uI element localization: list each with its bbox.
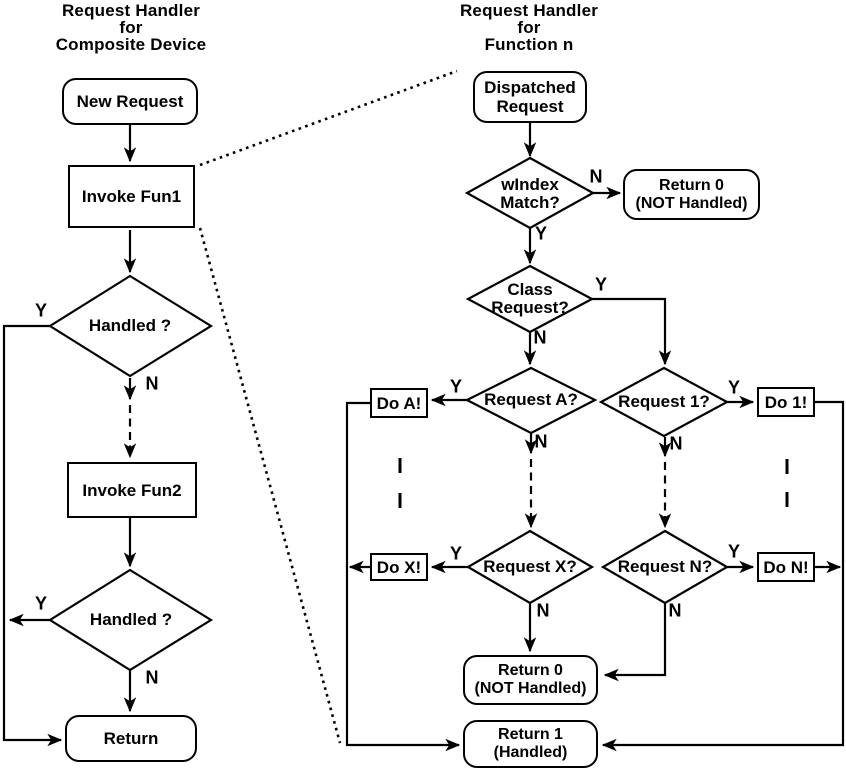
- branch-label-handled2-yes: Y: [34, 593, 48, 614]
- edge-handled1-yes-to-return: [2, 324, 63, 747]
- decision-requestn-shape: [600, 529, 730, 605]
- decision-requesta-label: Request A?: [484, 390, 578, 409]
- branch-label-requesta-yes: Y: [449, 376, 463, 397]
- decision-requestn-label: Request N?: [617, 557, 713, 576]
- decision-windex-label: wIndex Match?: [500, 175, 560, 212]
- decision-requestx-shape: [465, 529, 595, 605]
- node-return: Return: [65, 715, 197, 762]
- branch-label-windex-no: N: [589, 166, 603, 187]
- decision-request1-label: Request 1?: [618, 392, 710, 411]
- node-return0-top: Return 0 (NOT Handled): [623, 169, 760, 220]
- branch-label-class-no: N: [533, 327, 547, 348]
- decision-handled1-shape: [47, 274, 214, 378]
- edge-class-yes-to-request1: [592, 297, 672, 366]
- branch-label-class-yes: Y: [594, 274, 608, 295]
- zoom-link-bottom-dotted-line: [198, 227, 342, 744]
- decision-handled2-label: Handled ?: [89, 610, 173, 629]
- branch-label-requestn-yes: Y: [727, 541, 741, 562]
- branch-label-request1-yes: Y: [727, 377, 741, 398]
- branch-label-handled2-no: N: [145, 667, 159, 688]
- decision-handled2-shape: [47, 568, 214, 672]
- node-do-1: Do 1!: [757, 387, 815, 417]
- node-do-n: Do N!: [757, 552, 815, 582]
- node-do-a: Do A!: [370, 388, 428, 418]
- right-diagram-title: Request Handler for Function n: [459, 1, 599, 54]
- node-dispatched-request: Dispatched Request: [473, 71, 587, 123]
- node-return1: Return 1 (Handled): [463, 720, 598, 768]
- node-invoke-fun1: Invoke Fun1: [68, 165, 195, 228]
- branch-label-requestx-yes: Y: [449, 543, 463, 564]
- branch-label-windex-yes: Y: [534, 223, 548, 244]
- decision-handled1-label: Handled ?: [88, 316, 172, 335]
- left-diagram-title: Request Handler for Composite Device: [55, 1, 207, 54]
- decision-class-shape: [465, 264, 595, 334]
- branch-label-requesta-no: N: [534, 431, 548, 452]
- decision-class-label: Class Request?: [491, 280, 569, 317]
- decision-requesta-shape: [464, 366, 598, 435]
- branch-label-handled1-no: N: [145, 373, 159, 394]
- node-new-request: New Request: [62, 78, 198, 125]
- edge-requestn-no-to-return0bottom: [603, 603, 667, 682]
- edge-doa-to-return1: [345, 401, 461, 752]
- branch-label-handled1-yes: Y: [34, 300, 48, 321]
- edge-do1-to-return1: [601, 400, 845, 752]
- node-return0-bottom: Return 0 (NOT Handled): [463, 655, 598, 705]
- node-invoke-fun2: Invoke Fun2: [67, 462, 197, 518]
- decision-requestx-label: Request X?: [483, 557, 577, 576]
- decision-request1-shape: [598, 366, 730, 438]
- branch-label-requestx-no: N: [536, 600, 550, 621]
- node-do-x: Do X!: [370, 553, 428, 581]
- branch-label-requestn-no: N: [668, 600, 682, 621]
- branch-label-request1-no: N: [669, 433, 683, 454]
- zoom-link-top-dotted-line: [199, 69, 458, 167]
- decision-windex-shape: [464, 156, 596, 230]
